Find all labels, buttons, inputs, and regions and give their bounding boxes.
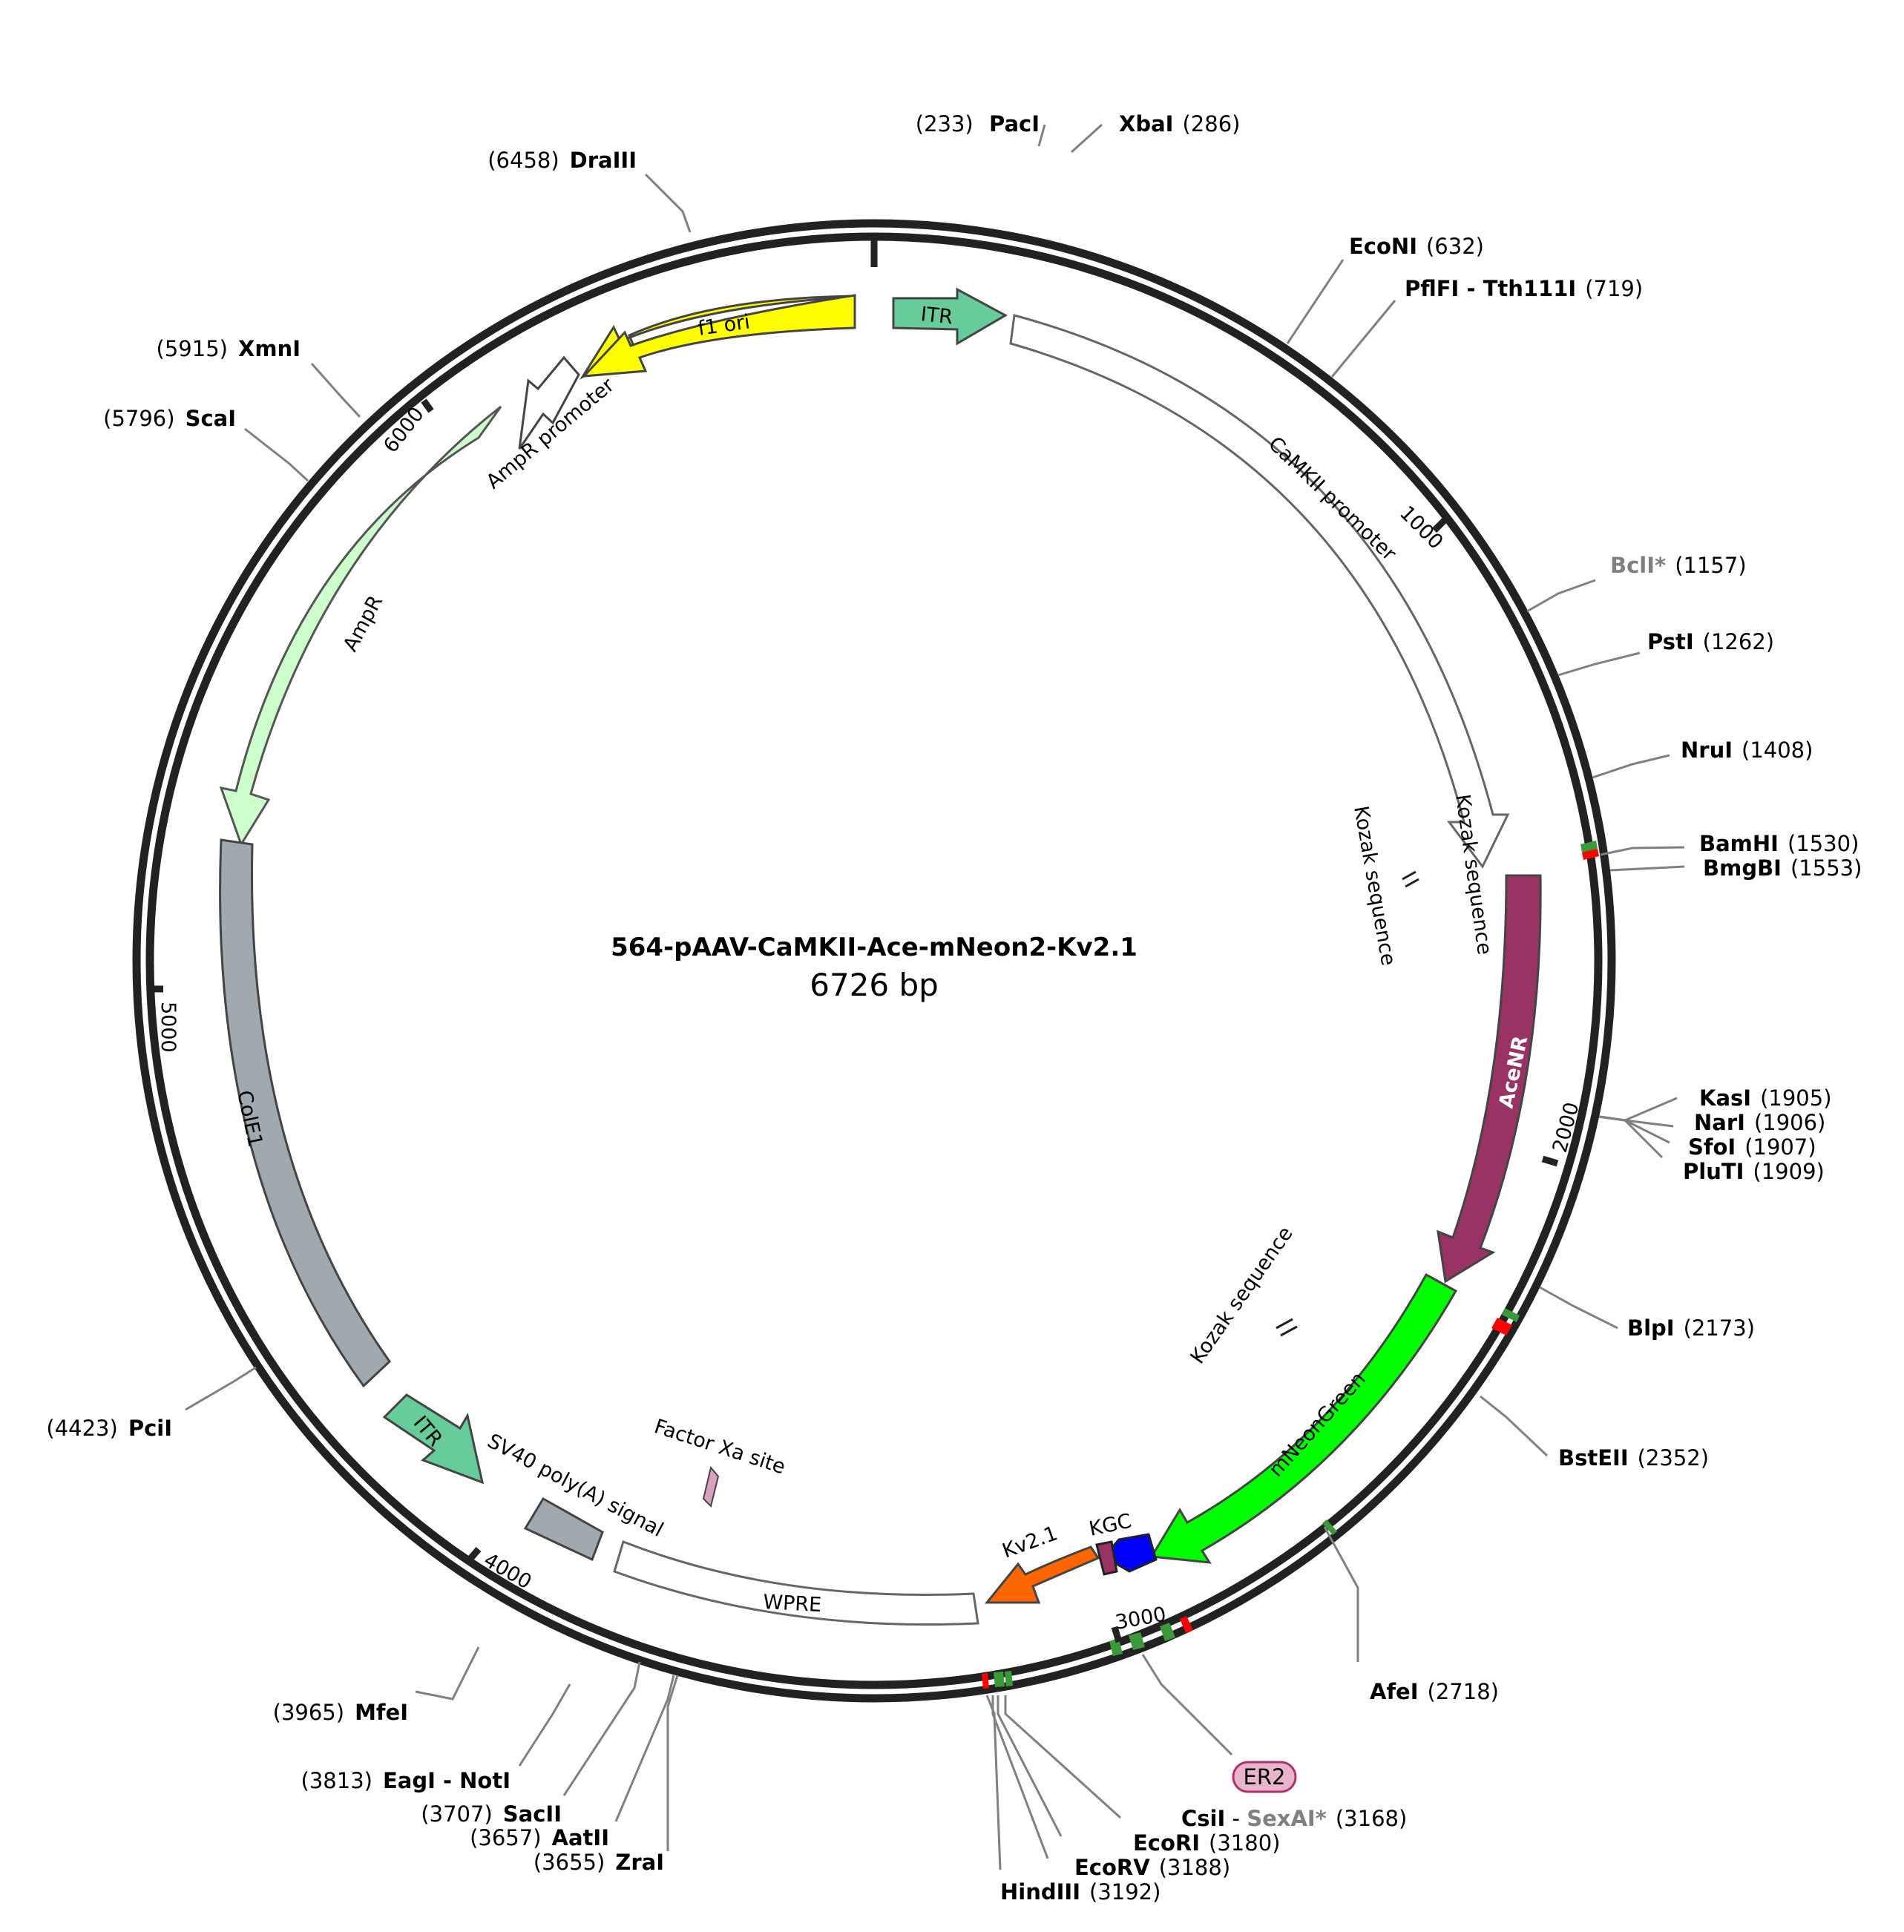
site-label-kasi: KasI(1905) [1699, 1085, 1832, 1111]
site-label-scai: (5796)ScaI [103, 406, 236, 431]
site-label-blpi: BlpI(2173) [1627, 1315, 1755, 1341]
site-label-ecori: EcoRI(3180) [1133, 1830, 1280, 1856]
feature-label-kv21: Kv2.1 [999, 1522, 1061, 1563]
site-label-ecorv: EcoRV(3188) [1074, 1855, 1230, 1880]
site-label-xmni: (5915)XmnI [157, 336, 301, 361]
site-label-bamhi: BamHI(1530) [1699, 831, 1859, 856]
site-labels: (233) PacI XbaI(286) (6458)DraIII EcoNI(… [46, 111, 1862, 1905]
site-label-sacii: (3707)SacII [421, 1801, 562, 1827]
feature-itr-bottom [382, 1393, 485, 1485]
feature-itr-top [892, 287, 1008, 346]
map-title: 564-pAAV-CaMKII-Ace-mNeon2-Kv2.1 6726 bp [611, 933, 1138, 1003]
site-label-xbai: XbaI(286) [1119, 111, 1240, 137]
site-label-nrui: NruI(1408) [1681, 737, 1813, 763]
backbone-site-marks [982, 841, 1599, 1689]
feature-label-kozak-3: Kozak sequence [1186, 1223, 1297, 1368]
feature-kv21 [984, 1545, 1100, 1604]
tick-label-5000: 5000 [157, 1002, 180, 1053]
feature-wpre [613, 1540, 979, 1626]
backbone [132, 219, 1616, 1703]
feature-label-ampr: AmpR [339, 592, 387, 656]
feature-sv40-polyA [523, 1496, 604, 1562]
enzyme-badge: ER2 [1232, 1761, 1297, 1793]
site-label-nari: NarI(1906) [1694, 1110, 1825, 1135]
site-label-econi: EcoNI(632) [1349, 234, 1484, 259]
site-label-zrai: (3655)ZraI [534, 1850, 664, 1875]
feature-mneongreen [1149, 1272, 1458, 1564]
feature-colE1 [219, 838, 391, 1388]
feature-label-kgc: KGC [1087, 1510, 1134, 1541]
site-label-bsteii: BstEII(2352) [1558, 1445, 1709, 1471]
site-label-afei: AfeI(2718) [1370, 1679, 1499, 1704]
feature-ampr-promoter [518, 355, 580, 450]
site-label-bmgbi: BmgBI(1553) [1703, 855, 1862, 881]
site-label-draiii: (6458)DraIII [488, 148, 637, 173]
site-label-pcii: (4423)PciI [46, 1416, 172, 1441]
site-label-pflfi: PflFI - Tth111I(719) [1405, 276, 1643, 301]
site-label-pluti: PluTI(1909) [1683, 1159, 1825, 1184]
feature-label-factor-xa: Factor Xa site [651, 1415, 788, 1479]
site-label-aatii: (3657)AatII [470, 1825, 609, 1850]
plasmid-name: 564-pAAV-CaMKII-Ace-mNeon2-Kv2.1 [611, 933, 1138, 962]
feature-label-wpre: WPRE [763, 1591, 822, 1617]
feature-acenr [1437, 874, 1542, 1284]
feature-f1-ori [579, 295, 855, 380]
site-label-sfoi: SfoI(1907) [1688, 1134, 1816, 1160]
features [219, 287, 1542, 1626]
tick-marks [148, 240, 1559, 1643]
site-label-eagi-noti: (3813)EagI - NotI [301, 1768, 511, 1793]
site-label-csii-sexai: CsiI - SexAI*(3168) [1181, 1806, 1407, 1831]
site-label-hindiii: HindIII(3192) [1000, 1879, 1161, 1905]
site-label-paci: (233) PacI [916, 111, 1040, 137]
feature-factor-xa [702, 1465, 720, 1508]
feature-label-kozak-1: Kozak sequence [1349, 804, 1399, 967]
plasmid-size: 6726 bp [810, 967, 939, 1003]
enzyme-badge-label: ER2 [1244, 1764, 1286, 1790]
feature-camkii-promoter [1009, 314, 1510, 869]
feature-label-itr-top: ITR [919, 303, 953, 329]
site-label-psti: PstI(1262) [1647, 629, 1774, 654]
site-label-mfei: (3965)MfeI [273, 1700, 408, 1725]
site-leaders [185, 123, 1685, 1870]
site-label-bcli: BclI*(1157) [1610, 553, 1747, 578]
